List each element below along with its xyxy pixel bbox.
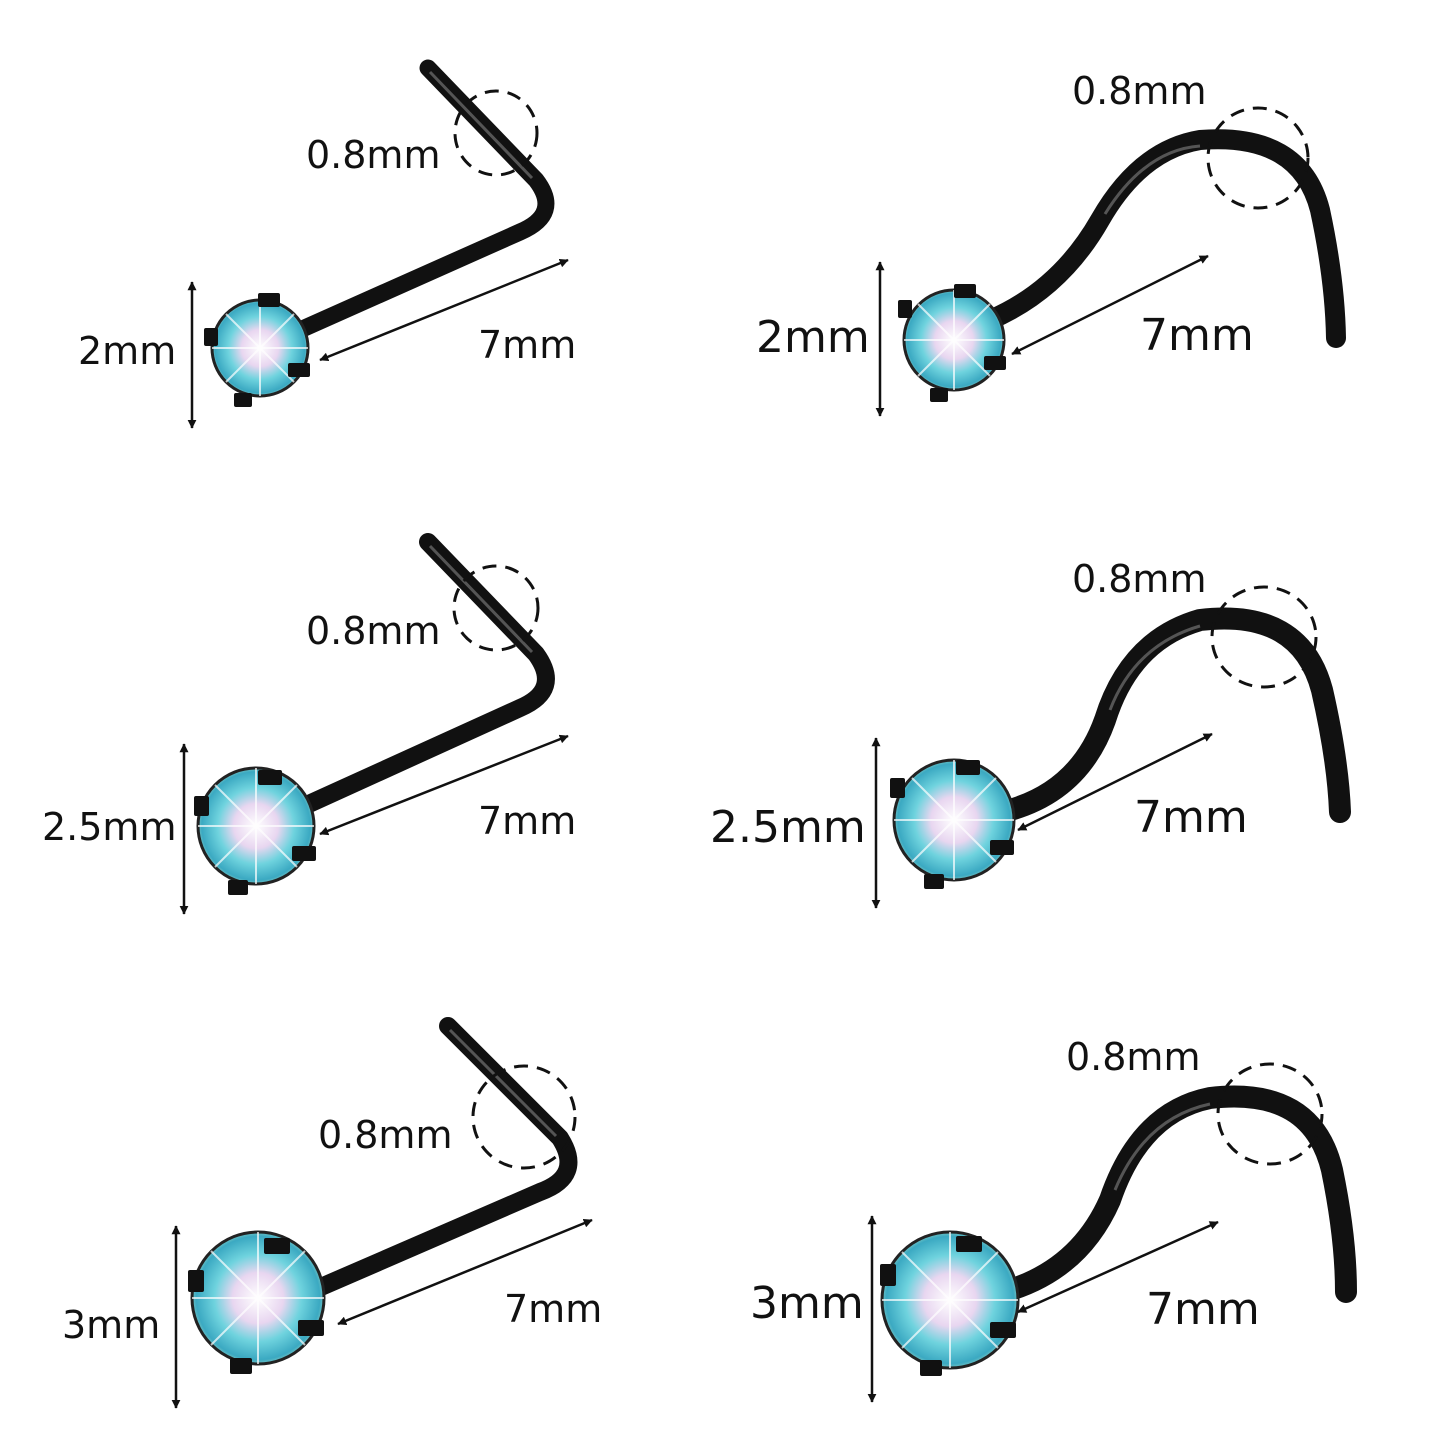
crystal-gem	[188, 1230, 326, 1374]
gem-size-label: 3mm	[62, 1303, 160, 1347]
crystal-gem	[890, 758, 1016, 889]
gem-size-label: 2.5mm	[710, 802, 866, 853]
crystal-gem	[880, 1230, 1020, 1376]
length-label: 7mm	[1146, 1284, 1260, 1335]
gauge-label: 0.8mm	[1072, 557, 1206, 601]
gauge-indicator-circle	[1210, 585, 1318, 689]
jewelry-item-1: 0.8mm 2mm 7mm	[78, 59, 576, 429]
length-arrow	[1017, 1220, 1219, 1314]
gauge-indicator-circle	[1216, 1062, 1324, 1166]
length-arrow	[319, 734, 569, 836]
jewelry-item-2: 0.8mm 2mm 7mm	[756, 69, 1346, 417]
gauge-indicator-circle	[471, 1064, 577, 1170]
gauge-label: 0.8mm	[306, 133, 440, 177]
l-shaped-post	[305, 1017, 578, 1299]
gauge-indicator-circle	[453, 89, 539, 177]
screw-post	[980, 129, 1346, 348]
length-label: 7mm	[1140, 310, 1254, 361]
gem-size-label: 3mm	[750, 1278, 864, 1329]
screw-post	[999, 607, 1351, 823]
screw-post	[999, 1085, 1357, 1303]
length-label: 7mm	[1134, 792, 1248, 843]
gem-size-label: 2.5mm	[42, 805, 176, 849]
l-shaped-post	[291, 533, 555, 817]
crystal-gem	[204, 293, 310, 407]
gauge-label: 0.8mm	[318, 1113, 452, 1157]
gauge-label: 0.8mm	[306, 609, 440, 653]
length-arrow	[319, 258, 569, 362]
gauge-label: 0.8mm	[1066, 1035, 1200, 1079]
jewelry-item-5: 0.8mm 3mm 7mm	[62, 1017, 602, 1409]
gem-size-label: 2mm	[78, 329, 176, 373]
length-label: 7mm	[478, 799, 576, 843]
length-arrow	[1011, 254, 1209, 356]
l-shaped-post	[291, 59, 555, 339]
gauge-label: 0.8mm	[1072, 69, 1206, 113]
gauge-indicator-circle	[452, 564, 540, 652]
jewelry-item-6: 0.8mm 3mm 7mm	[750, 1035, 1357, 1403]
length-label: 7mm	[478, 323, 576, 367]
crystal-gem	[194, 766, 316, 895]
jewelry-item-4: 0.8mm 2.5mm 7mm	[710, 557, 1351, 909]
gauge-indicator-circle	[1206, 106, 1310, 210]
length-label: 7mm	[504, 1287, 602, 1331]
length-arrow	[1017, 732, 1213, 832]
gem-size-label: 2mm	[756, 312, 870, 363]
jewelry-item-3: 0.8mm 2.5mm 7mm	[42, 533, 576, 915]
length-arrow	[337, 1218, 593, 1326]
crystal-gem	[898, 284, 1006, 402]
